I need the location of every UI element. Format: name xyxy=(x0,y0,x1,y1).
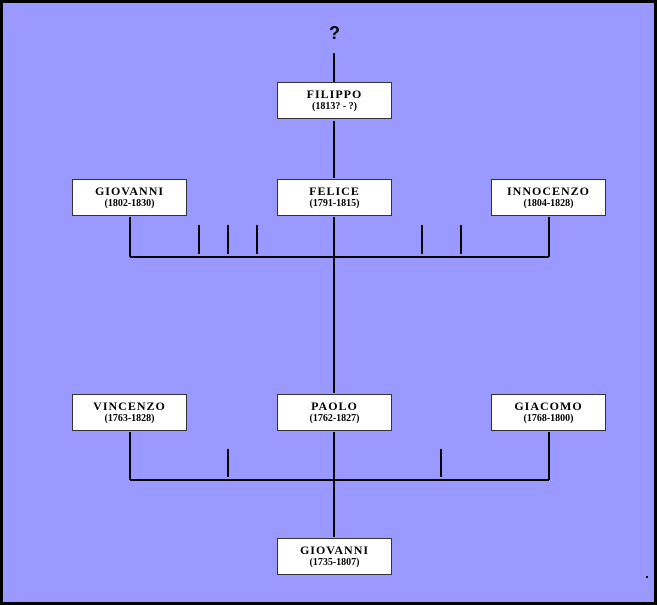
person-name: VINCENZO xyxy=(93,399,166,413)
person-box-giacomo: GIACOMO (1768-1800) xyxy=(491,394,606,431)
connector-lines xyxy=(129,53,550,537)
person-box-felice: FELICE (1791-1815) xyxy=(277,179,392,216)
person-dates: (1735-1807) xyxy=(309,557,360,568)
person-dates: (1804-1828) xyxy=(523,198,574,209)
person-dates: (1763-1828) xyxy=(104,413,155,424)
person-box-filippo: FILIPPO (1813? - ?) xyxy=(277,82,392,119)
person-dates: (1768-1800) xyxy=(523,413,574,424)
person-name: FELICE xyxy=(309,184,360,198)
person-dates: (1813? - ?) xyxy=(312,101,357,112)
person-box-innocenzo: INNOCENZO (1804-1828) xyxy=(491,179,606,216)
person-box-paolo: PAOLO (1762-1827) xyxy=(277,394,392,431)
person-name: GIOVANNI xyxy=(94,184,165,198)
unknown-ancestor-mark: ? xyxy=(329,23,340,43)
person-box-vincenzo: VINCENZO (1763-1828) xyxy=(72,394,187,431)
person-name: PAOLO xyxy=(311,399,358,413)
person-name: GIACOMO xyxy=(514,399,583,413)
person-dates: (1802-1830) xyxy=(104,198,155,209)
person-name: FILIPPO xyxy=(306,87,363,101)
person-name: INNOCENZO xyxy=(506,184,590,198)
person-box-giovanni-1802: GIOVANNI (1802-1830) xyxy=(72,179,187,216)
stray-dot xyxy=(646,576,648,578)
person-dates: (1762-1827) xyxy=(309,413,360,424)
person-dates: (1791-1815) xyxy=(309,198,360,209)
person-name: GIOVANNI xyxy=(299,543,370,557)
person-box-giovanni-1735: GIOVANNI (1735-1807) xyxy=(277,538,392,575)
